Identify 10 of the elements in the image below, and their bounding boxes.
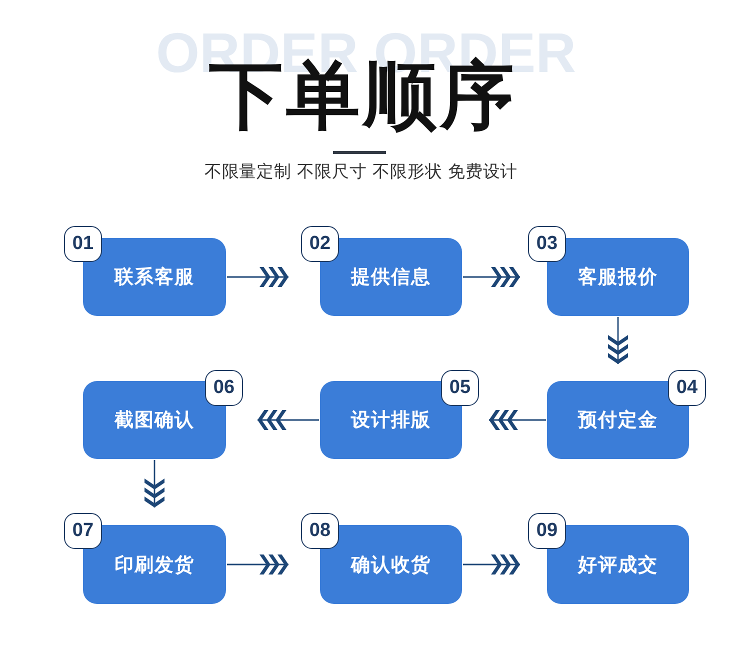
step-number-badge: 07 [64, 513, 102, 549]
step-number-badge: 05 [441, 370, 479, 406]
step-number-badge: 09 [528, 513, 566, 549]
step-number-badge: 01 [64, 226, 102, 262]
step-number-badge: 06 [205, 370, 243, 406]
step-number-badge: 04 [668, 370, 706, 406]
step-number-badge: 03 [528, 226, 566, 262]
subtitle: 不限量定制 不限尺寸 不限形状 免费设计 [204, 164, 518, 181]
step-number-badge: 02 [301, 226, 339, 262]
step-number-badge: 08 [301, 513, 339, 549]
